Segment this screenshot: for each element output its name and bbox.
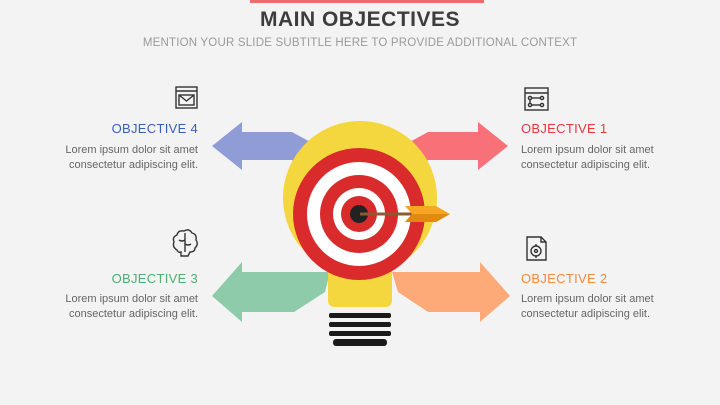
objective-2-desc-line: Lorem ipsum dolor sit amet xyxy=(521,293,654,305)
objective-2-desc: Lorem ipsum dolor sit amet consectetur a… xyxy=(521,292,711,322)
document-target-icon xyxy=(526,236,547,261)
page-title: MAIN OBJECTIVES xyxy=(259,8,461,31)
brain-icon xyxy=(172,229,198,257)
page-subtitle: MENTION YOUR SLIDE SUBTITLE HERE TO PROV… xyxy=(142,37,578,49)
objective-4-title: OBJECTIVE 4 xyxy=(111,121,198,136)
objective-4-desc-line: consectetur adipiscing elit. xyxy=(68,159,198,171)
objective-1-desc: Lorem ipsum dolor sit amet consectetur a… xyxy=(521,143,711,173)
dart-fletching-shade xyxy=(405,214,450,222)
target-bullseye xyxy=(350,205,368,223)
objective-3-title: OBJECTIVE 3 xyxy=(111,271,198,286)
objective-1-desc-line: Lorem ipsum dolor sit amet xyxy=(521,144,654,156)
arrow-objective-3 xyxy=(212,262,330,322)
accent-bar xyxy=(250,0,484,3)
objective-3-desc: Lorem ipsum dolor sit amet consectetur a… xyxy=(20,292,198,322)
objective-2-desc-line: consectetur adipiscing elit. xyxy=(521,308,651,320)
bulb-base-stripe xyxy=(329,322,391,327)
objective-1-desc-line: consectetur adipiscing elit. xyxy=(521,159,651,171)
flowchart-icon xyxy=(524,87,549,111)
objective-1-title: OBJECTIVE 1 xyxy=(521,121,608,136)
objective-3-desc-line: Lorem ipsum dolor sit amet xyxy=(65,293,198,305)
objective-4-desc-line: Lorem ipsum dolor sit amet xyxy=(65,144,198,156)
email-icon xyxy=(175,86,198,109)
objective-2-title: OBJECTIVE 2 xyxy=(521,271,608,286)
objective-4-desc: Lorem ipsum dolor sit amet consectetur a… xyxy=(20,143,198,173)
arrow-objective-2 xyxy=(392,262,510,322)
objective-3-desc-line: consectetur adipiscing elit. xyxy=(68,308,198,320)
bulb-base-stripe xyxy=(329,331,391,336)
bulb-base-stripe xyxy=(329,313,391,318)
bulb-base-stripe xyxy=(333,339,387,346)
